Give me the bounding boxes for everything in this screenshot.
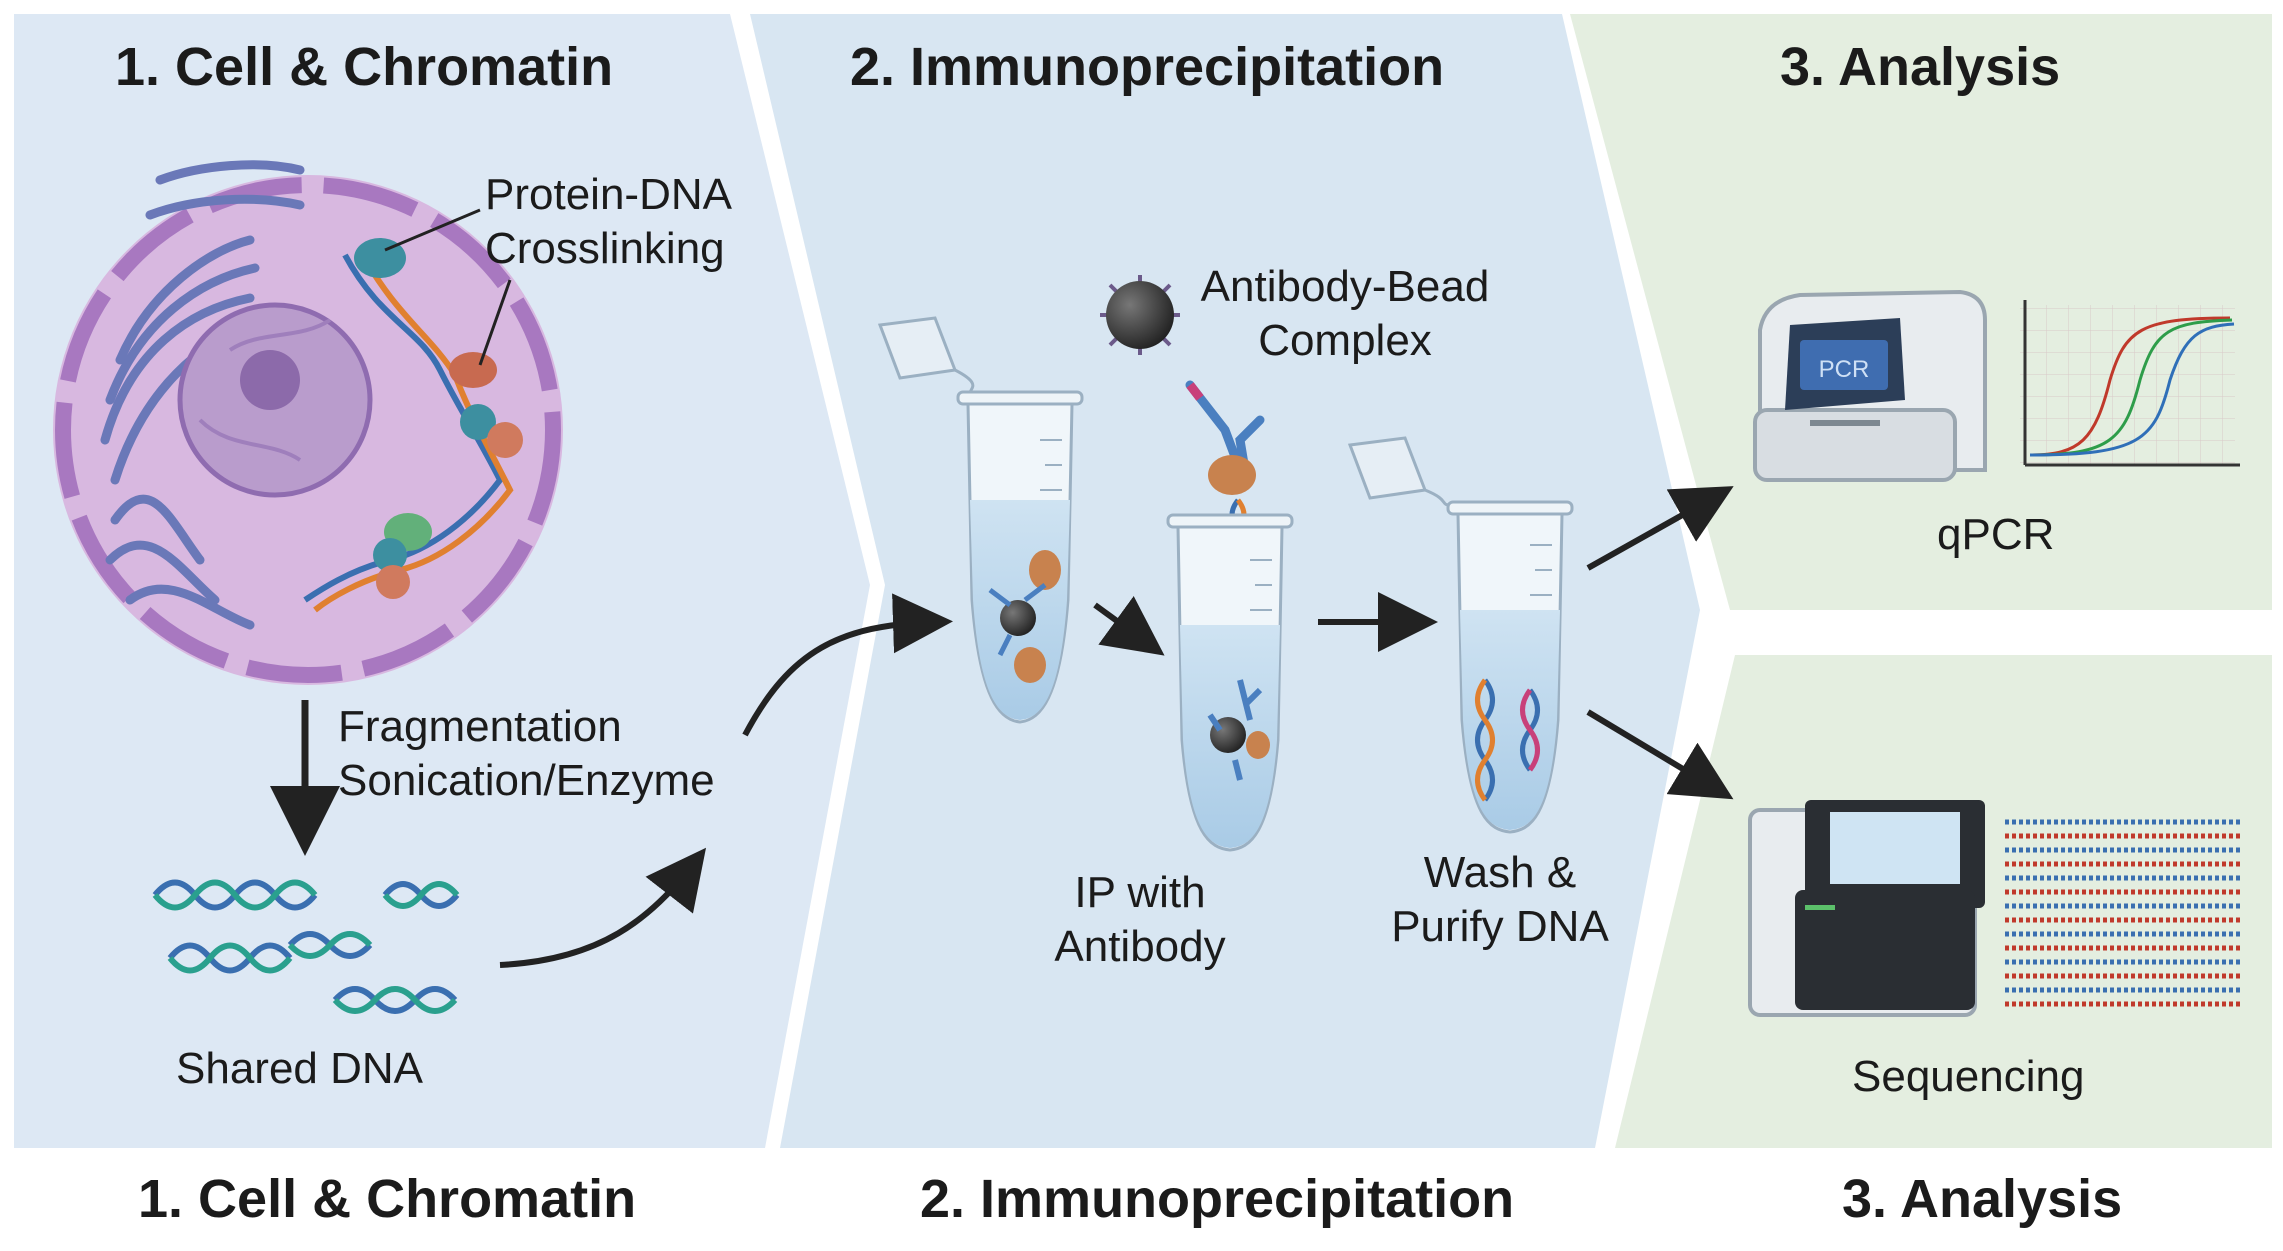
panel1-title: 1. Cell & Chromatin: [115, 37, 614, 97]
panel3-footer: 3. Analysis: [1842, 1169, 2123, 1229]
ip-antibody-label-line1: IP with: [1074, 868, 1206, 917]
protein-teal-3-icon: [373, 538, 407, 572]
curved-arrow-icon: [499, 847, 707, 968]
protein-orange-3-icon: [376, 565, 410, 599]
crosslink-label-line2: Crosslinking: [485, 223, 725, 273]
cell-icon: [53, 160, 563, 685]
wash-purify-label-line2: Purify DNA: [1391, 901, 1609, 951]
wash-purify-label-line1: Wash &: [1423, 848, 1577, 897]
curve-green: [2029, 318, 2233, 457]
antibody-bead-label-line2: Complex: [1258, 315, 1432, 365]
arrow-to-sequencing-icon: [1586, 709, 1734, 800]
arrow-to-qpcr-icon: [1586, 486, 1734, 571]
sheared-dna-icon: [152, 879, 460, 1014]
nucleolus-icon: [240, 350, 300, 410]
qpcr-label: qPCR: [1937, 510, 2055, 559]
wash-purify-label: Wash & Purify DNA: [1370, 846, 1630, 953]
fragmentation-label-line1: Fragmentation: [338, 702, 622, 751]
crosslink-label-line1: Protein-DNA: [485, 170, 732, 219]
sequencing-label: Sequencing: [1852, 1052, 2085, 1101]
endoplasmic-reticulum-icon: [100, 160, 305, 630]
ip-antibody-label-line2: Antibody: [1054, 921, 1226, 971]
pcr-machine-icon: PCR: [1753, 289, 1987, 482]
curve-blue: [2029, 322, 2235, 457]
antibody-bead-label-line1: Antibody-Bead: [1200, 262, 1490, 311]
arrow-icon-ip1: [1093, 596, 1165, 656]
curve-red: [2029, 316, 2231, 457]
sequencer-icon: [1748, 800, 1985, 1017]
pcr-screen-label: PCR: [1819, 356, 1870, 383]
fragmentation-label-line2: Sonication/Enzyme: [338, 755, 715, 805]
protein-orange-icon: [449, 352, 497, 388]
microcentrifuge-tube-3-icon: [1347, 436, 1574, 834]
sheared-dna-label: Shared DNA: [176, 1044, 424, 1093]
crosslink-label: Protein-DNA Crosslinking: [485, 168, 732, 275]
microcentrifuge-tube-icon: [877, 316, 1084, 724]
crosslink-leader-line: [384, 208, 481, 252]
fragmentation-label: Fragmentation Sonication/Enzyme: [338, 700, 715, 807]
panel2-footer: 2. Immunoprecipitation: [920, 1169, 1515, 1229]
panel1-footer: 1. Cell & Chromatin: [138, 1169, 637, 1229]
curved-arrow-2-icon: [742, 593, 953, 737]
panel2-title: 2. Immunoprecipitation: [850, 37, 1445, 97]
amplification-plot-icon: [2020, 300, 2240, 467]
protein-orange-2-icon: [487, 422, 523, 458]
antibody-bead-label: Antibody-Bead Complex: [1185, 260, 1505, 367]
protein-teal-2-icon: [460, 404, 496, 440]
antibody-bead-icon: [1100, 275, 1265, 622]
ip-antibody-label: IP with Antibody: [1020, 866, 1260, 973]
panel3-title: 3. Analysis: [1780, 37, 2061, 97]
crosslink-leader-line-2: [478, 279, 512, 366]
microcentrifuge-tube-2-icon: [1166, 513, 1294, 852]
